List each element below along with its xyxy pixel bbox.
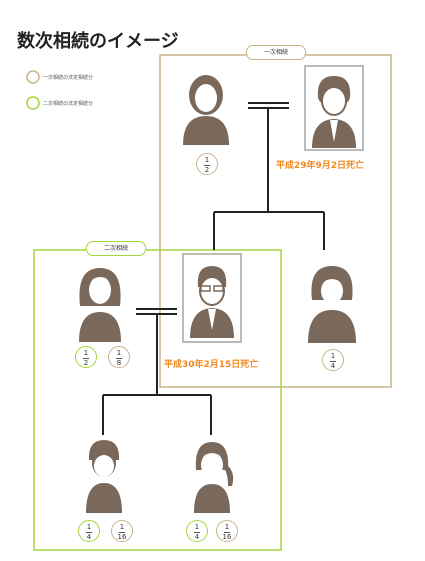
- granddaughter-icon: [194, 442, 234, 513]
- share-numerator: 1: [116, 349, 122, 357]
- share-denominator: 16: [222, 533, 232, 541]
- share-denominator: 4: [330, 362, 336, 370]
- marriage-line-first: [248, 102, 289, 109]
- legend-second-swatch: [26, 96, 40, 110]
- tree-connectors-first: [213, 108, 325, 250]
- daughter-icon: [308, 266, 356, 343]
- son-death-date: 平成30年2月15日死亡: [164, 360, 259, 370]
- second-inheritance-box: [33, 249, 282, 551]
- legend-first-label: 一次相続の法定相続分: [43, 75, 94, 81]
- share-denominator: 2: [204, 166, 210, 174]
- tree-connectors-second: [102, 314, 212, 435]
- father-icon: [312, 76, 356, 148]
- share-denominator: 8: [116, 359, 122, 367]
- father-death-date: 平成29年9月2日死亡: [276, 161, 365, 171]
- first-inheritance-label: 一次相続: [246, 45, 306, 60]
- legend-first-swatch: [26, 70, 40, 84]
- share-numerator: 1: [194, 523, 200, 531]
- mother-icon: [183, 75, 229, 145]
- share-denominator: 16: [117, 533, 127, 541]
- share-denominator: 4: [86, 533, 92, 541]
- share-numerator: 1: [119, 523, 125, 531]
- legend-second-label: 二次相続の法定相続分: [43, 101, 94, 107]
- page-title: 数次相続のイメージ: [17, 31, 179, 52]
- second-inheritance-label: 二次相続: [86, 241, 146, 256]
- son-icon: [190, 266, 234, 338]
- grandson-icon: [86, 440, 122, 513]
- wife-icon: [79, 268, 121, 342]
- share-numerator: 1: [224, 523, 230, 531]
- share-numerator: 1: [330, 352, 336, 360]
- share-denominator: 2: [83, 359, 89, 367]
- share-denominator: 4: [194, 533, 200, 541]
- share-numerator: 1: [204, 156, 210, 164]
- share-numerator: 1: [86, 523, 92, 531]
- marriage-line-second: [136, 308, 177, 315]
- share-numerator: 1: [83, 349, 89, 357]
